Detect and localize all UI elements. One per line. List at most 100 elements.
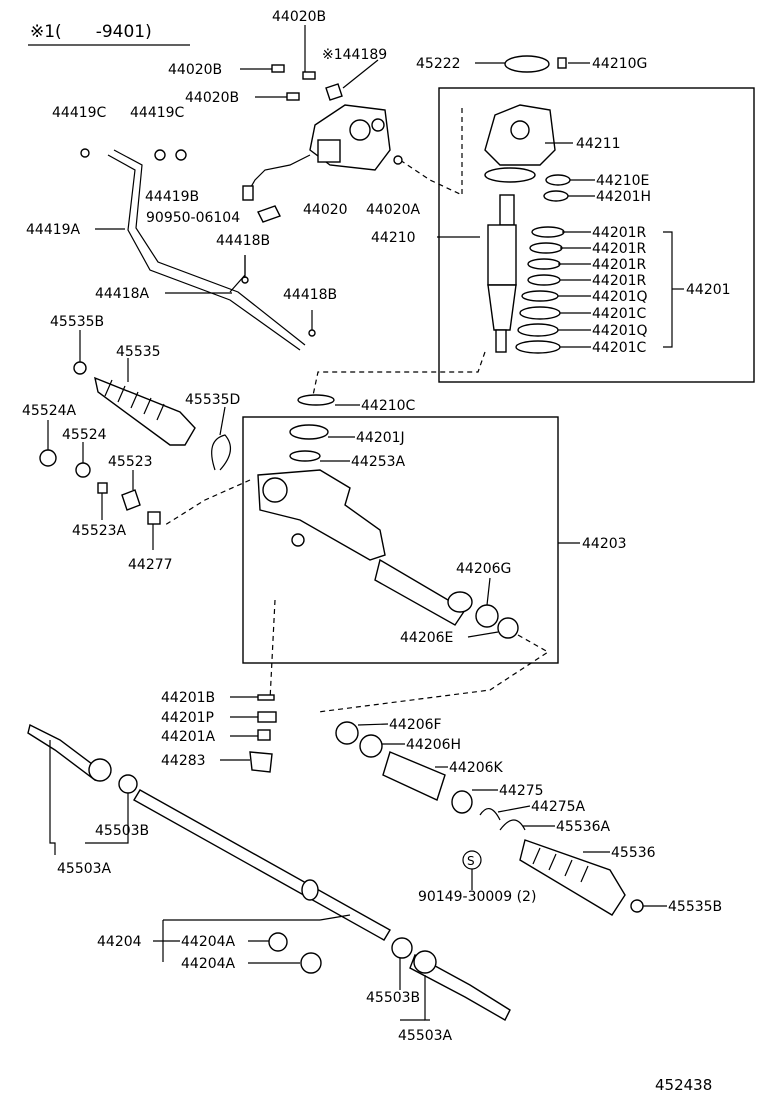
label-44201P: 44201P <box>161 710 214 726</box>
label-44277: 44277 <box>128 557 173 573</box>
seal-44253A <box>289 450 321 462</box>
bush-44204A-a <box>268 932 288 952</box>
seal-ring-set <box>515 226 565 354</box>
label-44201J: 44201J <box>356 430 405 446</box>
plug-44283 <box>249 751 273 773</box>
label-44201C-a: 44201C <box>592 306 647 322</box>
tube-90950 <box>257 205 281 223</box>
dash-connector-5 <box>317 634 550 713</box>
dust-cover-45222 <box>504 55 550 73</box>
label-44201: 44201 <box>686 282 731 298</box>
seal-44201H <box>543 190 569 202</box>
label-44020B-b: 44020B <box>168 62 222 78</box>
label-44418B-b: 44418B <box>283 287 337 303</box>
label-45503B-b: 45503B <box>366 990 420 1006</box>
boot-45536 <box>519 839 626 916</box>
label-45222: 45222 <box>416 56 461 72</box>
label-44210C: 44210C <box>361 398 416 414</box>
sensor-wire <box>247 154 311 193</box>
rack-housing-44203 <box>257 469 473 626</box>
guide-45523 <box>121 489 141 511</box>
dash-connector-2 <box>399 108 463 196</box>
label-44204: 44204 <box>97 934 142 950</box>
label-44201R-d: 44201R <box>592 273 647 289</box>
inner-joint-b <box>413 950 437 974</box>
grommet-44418B-b <box>308 329 316 337</box>
label-44206F: 44206F <box>389 717 442 733</box>
label-44419B: 44419B <box>145 189 199 205</box>
label-44253A: 44253A <box>351 454 406 470</box>
seal-44206F <box>335 721 359 745</box>
label-44283: 44283 <box>161 753 206 769</box>
label-45524A: 45524A <box>22 403 77 419</box>
inner-joint-a <box>88 758 112 782</box>
clip-45535D <box>211 434 231 471</box>
bush-44201A <box>257 729 271 741</box>
header-note: ※1( -9401) <box>30 22 152 42</box>
label-44419A: 44419A <box>26 222 81 238</box>
label-44418B-a: 44418B <box>216 233 270 249</box>
label-s-mark: S <box>467 854 475 868</box>
nut-44277 <box>147 511 161 525</box>
label-44020B-c: 44020B <box>185 90 239 106</box>
stopper-44275 <box>451 790 473 814</box>
washer-45503B-a <box>118 774 138 794</box>
bush-45524A <box>39 449 57 467</box>
diagram-id: 452438 <box>655 1076 712 1094</box>
clamp-45535B-b <box>630 899 644 913</box>
label-44201Q-a: 44201Q <box>592 289 648 305</box>
label-44201R-b: 44201R <box>592 241 647 257</box>
rack-44204 <box>133 789 391 941</box>
label-44201R-c: 44201R <box>592 257 647 273</box>
label-44210E: 44210E <box>596 173 649 189</box>
sensor-plug <box>242 185 254 201</box>
union-44419B <box>175 149 187 161</box>
label-45524: 45524 <box>62 427 107 443</box>
bush-44204A-b <box>300 952 322 974</box>
o-ring-44020A <box>393 155 403 165</box>
label-45503B-a: 45503B <box>95 823 149 839</box>
clip-45536A <box>499 819 526 831</box>
bolt-44020B-b <box>302 71 316 80</box>
dash-connector-1 <box>311 351 486 401</box>
snap-ring-44275A <box>479 808 501 821</box>
control-valve-housing <box>309 104 391 171</box>
label-45523: 45523 <box>108 454 153 470</box>
valve-assembly-box <box>438 87 755 383</box>
label-45535D: 45535D <box>185 392 240 408</box>
leader-lines <box>47 25 684 1021</box>
label-45535: 45535 <box>116 344 161 360</box>
label-44020A: 44020A <box>366 202 421 218</box>
washer-45503B-b <box>391 937 413 959</box>
bearing-44210E <box>545 174 571 186</box>
label-44418A: 44418A <box>95 286 150 302</box>
label-44419C-b: 44419C <box>130 105 185 121</box>
ring-44201B <box>257 694 275 701</box>
cylinder-end-44206K <box>382 751 446 801</box>
boot-45536-ribs <box>532 847 589 883</box>
label-44275: 44275 <box>499 783 544 799</box>
label-44204A-a: 44204A <box>181 934 236 950</box>
label-44211: 44211 <box>576 136 621 152</box>
label-45503A-b: 45503A <box>398 1028 453 1044</box>
label-44206E: 44206E <box>400 630 453 646</box>
bolt-44020B-c <box>286 92 300 101</box>
label-45536A: 45536A <box>556 819 611 835</box>
label-44275A: 44275A <box>531 799 586 815</box>
label-45535B-a: 45535B <box>50 314 104 330</box>
bush-45524 <box>75 462 91 478</box>
tie-rod-45503A-b <box>409 954 511 1021</box>
o-ring-44210C <box>297 394 335 406</box>
dash-connector-4 <box>269 599 276 701</box>
label-45503A-a: 45503A <box>57 861 112 877</box>
rack-housing-box <box>242 416 559 664</box>
label-44201H: 44201H <box>596 189 651 205</box>
pressure-pipe-b <box>113 149 306 346</box>
pinion-shaft <box>487 194 517 353</box>
label-45536: 45536 <box>611 845 656 861</box>
label-90149: 90149-30009 (2) <box>418 889 536 905</box>
label-44201A: 44201A <box>161 729 216 745</box>
pipe-branch <box>229 255 246 293</box>
union-44419C-a <box>80 148 90 158</box>
